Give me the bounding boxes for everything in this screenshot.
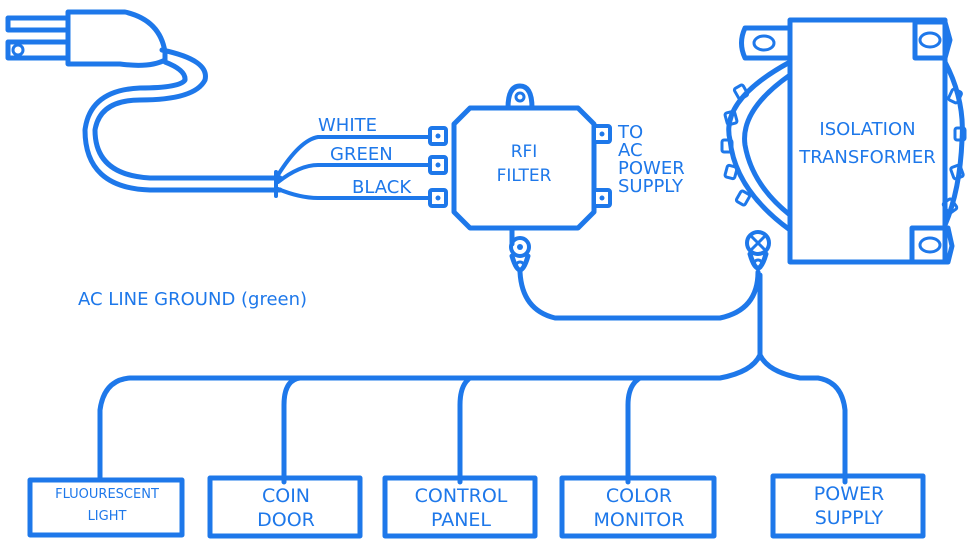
box-label-fluourescent-light: FLUOURESCENT LIGHT: [55, 487, 159, 524]
box-label-coin-door: COIN DOOR: [257, 485, 315, 531]
box-label-power-supply: POWER SUPPLY: [813, 483, 885, 529]
ac-plug: [5, 9, 168, 68]
transformer-label: ISOLATION TRANSFORMER: [799, 119, 936, 168]
ground-wire: [97, 269, 848, 485]
input-wires: [276, 126, 448, 208]
to-ac-power-supply-label: TO AC POWER SUPPLY: [618, 122, 685, 197]
rfi-filter: [451, 83, 612, 273]
isolation-transformer: [720, 17, 967, 271]
ac-line-ground-label: AC LINE GROUND (green): [78, 289, 308, 310]
wire-label-green: GREEN: [330, 144, 393, 165]
power-cord: [82, 47, 283, 198]
component-boxes: [27, 473, 926, 539]
wire-label-black: BLACK: [352, 177, 412, 198]
rfi-filter-label: RFI FILTER: [496, 142, 552, 186]
box-label-control-panel: CONTROL PANEL: [414, 485, 508, 531]
wire-label-white: WHITE: [318, 115, 378, 136]
box-label-color-monitor: COLOR MONITOR: [593, 485, 685, 531]
